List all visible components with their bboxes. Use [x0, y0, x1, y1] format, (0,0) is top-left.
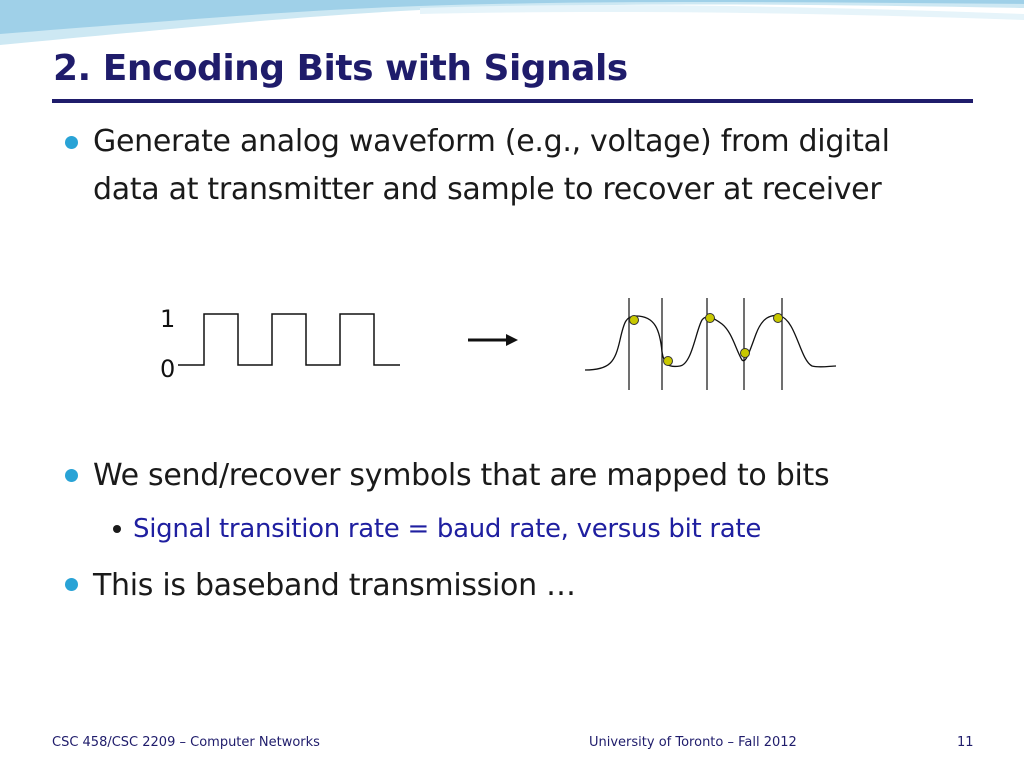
sample-point [773, 313, 783, 323]
sample-point [705, 313, 715, 323]
signal-diagram: 1 0 [160, 298, 837, 390]
label-low: 0 [160, 355, 175, 383]
arrow-icon [468, 334, 518, 346]
analog-waveform [584, 298, 837, 390]
bullet-1: Generate analog waveform (e.g., voltage)… [93, 118, 890, 214]
sample-point [629, 315, 639, 325]
bullet-dot [65, 469, 78, 482]
bullet-dot [65, 136, 78, 149]
bullet-3: This is baseband transmission … [93, 568, 576, 603]
footer-university: University of Toronto – Fall 2012 [589, 735, 797, 750]
digital-square-wave [178, 313, 400, 366]
header-swoosh [0, 0, 1024, 45]
label-high: 1 [160, 305, 175, 333]
analog-curve [584, 314, 837, 371]
sample-point [740, 348, 750, 358]
sub-bullet-dot [113, 525, 121, 533]
page-number: 11 [957, 735, 974, 750]
slide-title: 2. Encoding Bits with Signals [53, 48, 628, 89]
bullet-1-line-1: Generate analog waveform (e.g., voltage)… [93, 124, 890, 159]
square-wave-line [178, 313, 400, 366]
bullet-dot [65, 578, 78, 591]
footer-course: CSC 458/CSC 2209 – Computer Networks [52, 735, 320, 750]
bullet-2: We send/recover symbols that are mapped … [93, 458, 830, 493]
sample-point [663, 356, 673, 366]
bullet-1-line-2: data at transmitter and sample to recove… [93, 172, 882, 207]
sub-bullet-1: Signal transition rate = baud rate, vers… [133, 514, 762, 544]
title-underline [52, 99, 973, 103]
